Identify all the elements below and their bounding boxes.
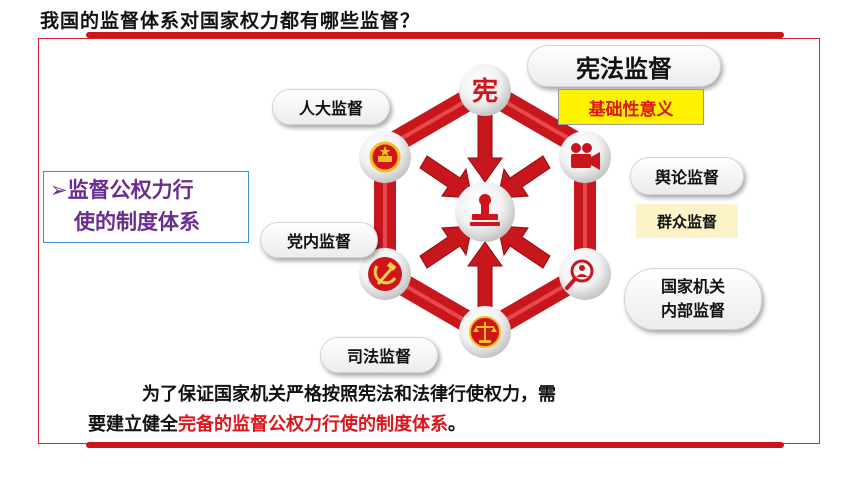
left-box-line1: 监督公权力行 bbox=[67, 178, 194, 202]
paragraph-line2: 要建立健全完备的监督公权力行使的制度体系。 bbox=[88, 410, 778, 440]
summary-paragraph: 为了保证国家机关严格按照宪法和法律行使权力，需 要建立健全完备的监督公权力行使的… bbox=[88, 380, 778, 440]
label-internal-line1: 国家机关 bbox=[660, 277, 725, 296]
label-constitution-supervision: 宪法监督 bbox=[527, 45, 721, 87]
label-judicial-supervision: 司法监督 bbox=[320, 337, 438, 373]
label-basic-significance: 基础性意义 bbox=[558, 89, 704, 125]
label-public-opinion-text: 舆论监督 bbox=[654, 168, 719, 187]
paragraph-line2-suffix: 。 bbox=[448, 414, 466, 435]
national-emblem-icon bbox=[369, 141, 401, 173]
arrow-upper-left bbox=[419, 155, 473, 199]
arrow-top bbox=[467, 114, 503, 183]
label-internal-supervision: 国家机关 内部监督 bbox=[624, 268, 762, 330]
label-public-opinion-supervision: 舆论监督 bbox=[630, 157, 744, 195]
supervision-hexagon-diagram: 宪 bbox=[359, 64, 611, 358]
paragraph-line2-prefix: 要建立健全 bbox=[88, 414, 178, 435]
arrow-bottom bbox=[467, 241, 503, 311]
bottom-divider bbox=[86, 442, 784, 448]
constitution-char: 宪 bbox=[472, 76, 498, 107]
court-emblem-icon bbox=[469, 316, 501, 348]
paragraph-highlight: 完备的监督公权力行使的制度体系 bbox=[178, 414, 448, 435]
page-title: 我国的监督体系对国家权力都有哪些监督？ bbox=[40, 10, 421, 32]
supervision-system-box: ➢监督公权力行 使的制度体系 bbox=[43, 171, 249, 243]
left-box-line2: 使的制度体系 bbox=[74, 210, 200, 234]
arrow-lower-left bbox=[419, 225, 473, 269]
hammer-sickle-icon bbox=[368, 257, 402, 291]
arrow-lower-right bbox=[497, 225, 551, 269]
label-judicial-text: 司法监督 bbox=[346, 347, 411, 366]
video-camera-icon bbox=[571, 143, 600, 170]
paragraph-line1: 为了保证国家机关严格按照宪法和法律行使权力，需 bbox=[142, 384, 556, 405]
arrow-bullet-icon: ➢ bbox=[50, 178, 68, 202]
label-npc-text: 人大监督 bbox=[298, 99, 363, 118]
label-masses-text: 群众监督 bbox=[656, 212, 717, 231]
label-party-supervision: 党内监督 bbox=[260, 222, 378, 258]
node-constitution bbox=[459, 64, 511, 116]
arrow-upper-right bbox=[497, 155, 551, 199]
label-party-text: 党内监督 bbox=[286, 232, 351, 251]
seal-icon bbox=[470, 194, 500, 226]
label-basic-significance-text: 基础性意义 bbox=[588, 99, 674, 120]
top-divider bbox=[86, 32, 784, 38]
label-constitution-text: 宪法监督 bbox=[576, 54, 672, 83]
node-internal bbox=[559, 248, 611, 300]
label-internal-line2: 内部监督 bbox=[660, 301, 725, 320]
label-mass-supervision: 群众监督 bbox=[636, 204, 738, 238]
label-npc-supervision: 人大监督 bbox=[272, 89, 390, 125]
magnifier-icon bbox=[565, 259, 594, 290]
